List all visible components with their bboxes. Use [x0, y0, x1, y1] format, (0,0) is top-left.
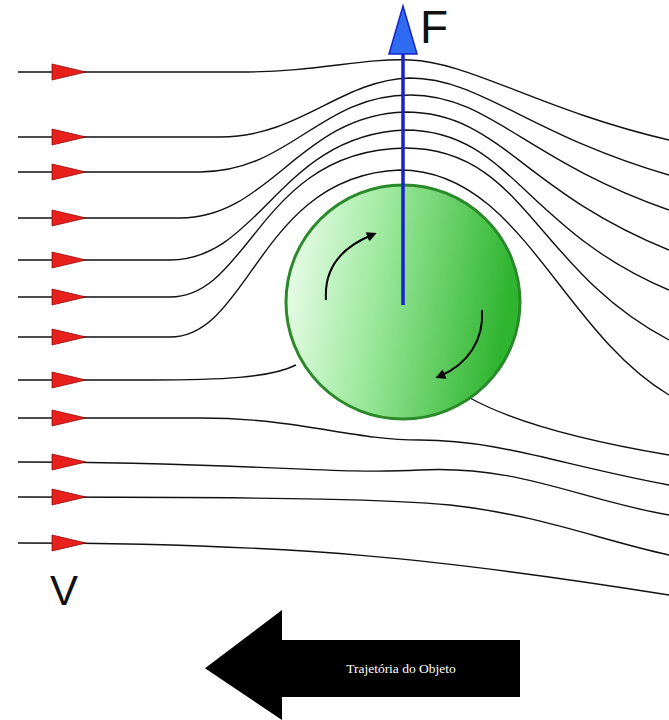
force-arrowhead [389, 6, 417, 54]
force-arrow [401, 48, 405, 305]
velocity-label: V [50, 570, 78, 612]
force-label: F [420, 4, 448, 50]
streamlines [18, 60, 669, 595]
arrow-fill [205, 610, 520, 720]
rotation-arrow [440, 310, 482, 376]
rotation-arrow [326, 235, 372, 300]
arrow-caption: Trajetória do Objeto [282, 640, 520, 697]
velocity-arrowheads [52, 64, 86, 551]
direction-arrow: Trajetória do Objeto [205, 610, 520, 720]
